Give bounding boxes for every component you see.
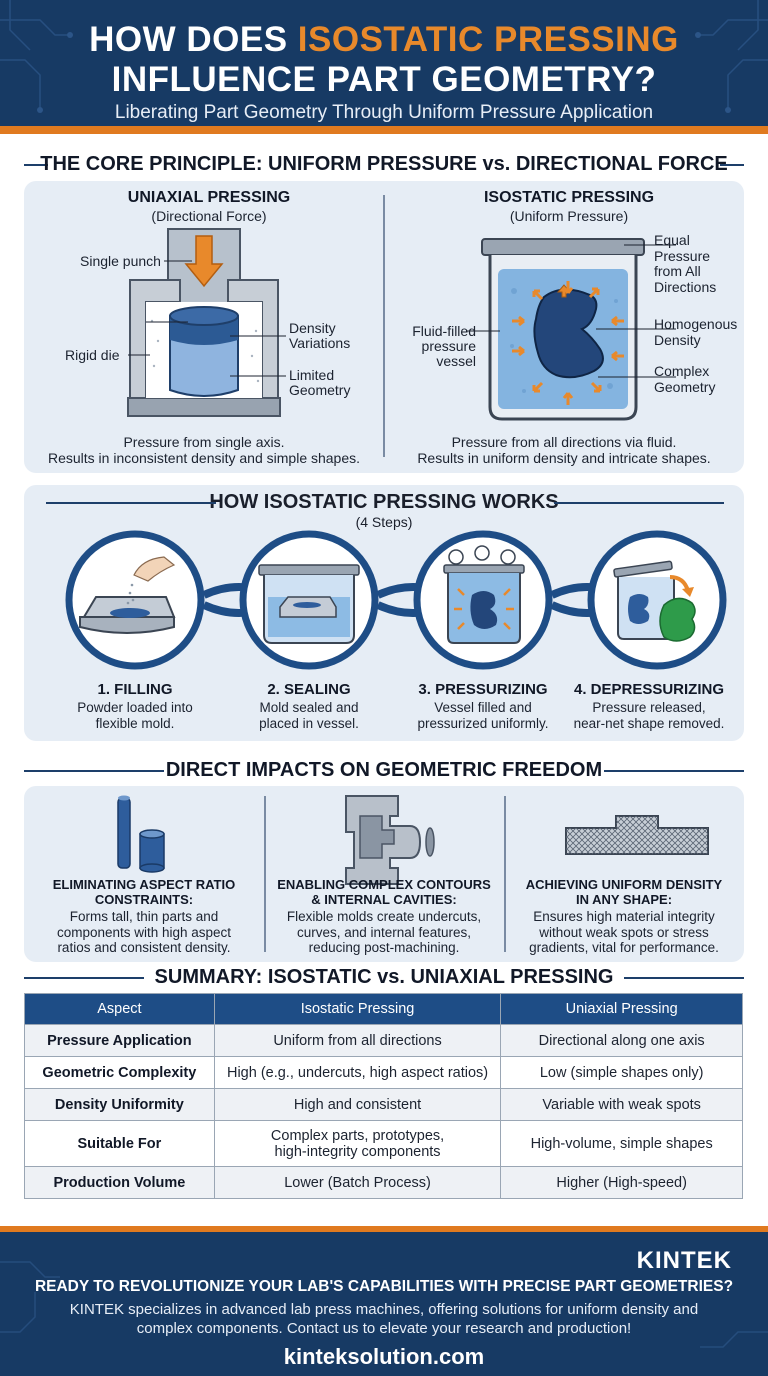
table-row: Density Uniformity High and consistent V… (24, 1088, 743, 1121)
tall-thin-parts-icon (117, 795, 165, 873)
table-cell: Higher (High-speed) (500, 1166, 743, 1199)
core-principle-panel: UNIAXIAL PRESSING (Directional Force) Si… (24, 181, 744, 473)
pressure-arrows-icon (512, 281, 624, 405)
table-cell: Uniform from all directions (213, 1024, 502, 1057)
label-complex-geometry: Complex Geometry (654, 363, 716, 395)
down-arrow-icon (184, 235, 224, 288)
header-accent-line (0, 126, 768, 134)
isostatic-subtitle: (Uniform Pressure) (509, 208, 629, 224)
table-cell: Geometric Complexity (24, 1056, 215, 1089)
footer-call-to-action: READY TO REVOLUTIONIZE YOUR LAB'S CAPABI… (34, 1278, 734, 1295)
impacts-panel: ELIMINATING ASPECT RATIO CONSTRAINTS: Fo… (24, 786, 744, 962)
impacts-icons (117, 795, 709, 885)
table-cell: Production Volume (24, 1166, 215, 1199)
page-title-line-1: HOW DOES ISOSTATIC PRESSING (89, 20, 679, 59)
steps-diagram (65, 530, 727, 670)
impact-divider-2 (504, 796, 506, 952)
table-cell: Complex parts, prototypes, high-integrit… (213, 1120, 502, 1167)
step-3-title: 3. PRESSURIZING (418, 681, 548, 698)
step-circle-depressurizing (587, 530, 727, 670)
table-cell: Variable with weak spots (500, 1088, 743, 1121)
column-header-isostatic: Isostatic Pressing (213, 993, 502, 1025)
footer-circuit-decoration (0, 1261, 768, 1348)
table-cell: Lower (Batch Process) (213, 1166, 502, 1199)
label-homogenous-density: Homogenous Density (654, 316, 738, 348)
section-heading-core: THE CORE PRINCIPLE: UNIFORM PRESSURE vs.… (24, 153, 744, 177)
isostatic-title: ISOSTATIC PRESSING (483, 189, 655, 206)
impact-divider-1 (264, 796, 266, 952)
pressure-gauge-icon (448, 545, 516, 565)
table-cell: Directional along one axis (500, 1024, 743, 1057)
table-cell: High-volume, simple shapes (500, 1120, 743, 1167)
section-heading-works: HOW ISOSTATIC PRESSING WORKS (209, 491, 559, 513)
label-equal-pressure: Equal Pressure from All Directions (654, 232, 717, 295)
table-cell: Low (simple shapes only) (500, 1056, 743, 1089)
impact-2-caption: Flexible molds create undercuts, curves,… (286, 909, 482, 955)
section-heading-impacts: DIRECT IMPACTS ON GEOMETRIC FREEDOM (24, 759, 744, 783)
step-2-title: 2. SEALING (267, 681, 351, 698)
uniaxial-subtitle: (Directional Force) (151, 208, 267, 224)
panel-divider (383, 195, 385, 457)
column-header-aspect: Aspect (24, 993, 215, 1025)
header-banner: HOW DOES ISOSTATIC PRESSING INFLUENCE PA… (0, 0, 768, 134)
label-rigid-die: Rigid die (65, 347, 120, 363)
impact-1-title: ELIMINATING ASPECT RATIO CONSTRAINTS: (52, 877, 236, 907)
green-part-icon (659, 597, 696, 642)
kintek-logo: KINTEK (636, 1247, 732, 1274)
isostatic-vessel-diagram (466, 238, 676, 421)
footer-website-link[interactable]: kinteksolution.com (283, 1344, 485, 1369)
table-cell: High (e.g., undercuts, high aspect ratio… (213, 1056, 502, 1089)
footer-description: KINTEK specializes in advanced lab press… (69, 1301, 699, 1337)
step-1-title: 1. FILLING (97, 681, 173, 698)
isostatic-caption: Pressure from all directions via fluid. … (417, 434, 711, 466)
works-subheading: (4 Steps) (355, 514, 413, 530)
table-row: Suitable For Complex parts, prototypes, … (24, 1120, 743, 1167)
uniaxial-caption: Pressure from single axis. Results in in… (47, 434, 361, 466)
step-circle-pressurizing (413, 530, 553, 670)
step-circle-filling (65, 530, 205, 670)
hand-icon (133, 556, 176, 582)
complex-part-icon (533, 288, 604, 379)
table-cell: Suitable For (24, 1120, 215, 1167)
impact-3-caption: Ensures high material integrity without … (529, 909, 719, 955)
table-row: Geometric Complexity High (e.g., undercu… (24, 1056, 743, 1089)
impact-1-caption: Forms tall, thin parts and components wi… (56, 909, 232, 955)
summary-table: Aspect Isostatic Pressing Uniaxial Press… (24, 993, 743, 1199)
how-it-works-panel: HOW ISOSTATIC PRESSING WORKS (4 Steps) (24, 485, 744, 741)
step-3-caption: Vessel filled and pressurized uniformly. (417, 700, 549, 731)
uniaxial-title: UNIAXIAL PRESSING (127, 189, 291, 206)
table-cell: Pressure Application (24, 1024, 215, 1057)
complex-cavity-part-icon (345, 795, 435, 885)
heading-rule-left (46, 502, 216, 504)
step-4-caption: Pressure released, near-net shape remove… (573, 700, 725, 731)
table-row: Pressure Application Uniform from all di… (24, 1024, 743, 1057)
table-header-row: Aspect Isostatic Pressing Uniaxial Press… (24, 993, 743, 1025)
table-cell: High and consistent (213, 1088, 502, 1121)
uniaxial-press-diagram (127, 228, 286, 417)
step-1-caption: Powder loaded into flexible mold. (77, 700, 193, 731)
step-circle-sealing (239, 530, 379, 670)
uniform-density-shape-icon (565, 815, 709, 855)
label-fluid-filled-vessel: Fluid-filled pressure vessel (412, 323, 476, 369)
circuit-pattern-decoration (0, 0, 768, 113)
impact-2-title: ENABLING COMPLEX CONTOURS & INTERNAL CAV… (277, 877, 491, 907)
footer-accent-line (0, 1226, 768, 1232)
step-4-title: 4. DEPRESSURIZING (573, 681, 725, 698)
column-header-uniaxial: Uniaxial Pressing (500, 993, 743, 1025)
table-row: Production Volume Lower (Batch Process) … (24, 1166, 743, 1199)
label-density-variations: Density Variations (289, 320, 351, 351)
footer-banner: KINTEK READY TO REVOLUTIONIZE YOUR LAB'S… (0, 1226, 768, 1376)
heading-rule-right (554, 502, 724, 504)
page-title-line-2: INFLUENCE PART GEOMETRY? (111, 60, 657, 99)
impact-3-title: ACHIEVING UNIFORM DENSITY IN ANY SHAPE: (525, 877, 723, 907)
section-heading-summary: SUMMARY: ISOSTATIC vs. UNIAXIAL PRESSING (24, 966, 744, 990)
table-cell: Density Uniformity (24, 1088, 215, 1121)
title-highlight: ISOSTATIC PRESSING (297, 20, 679, 59)
label-single-punch: Single punch (80, 253, 161, 269)
step-2-caption: Mold sealed and placed in vessel. (259, 700, 359, 731)
label-limited-geometry: Limited Geometry (289, 367, 351, 398)
page-subtitle: Liberating Part Geometry Through Uniform… (114, 102, 654, 123)
